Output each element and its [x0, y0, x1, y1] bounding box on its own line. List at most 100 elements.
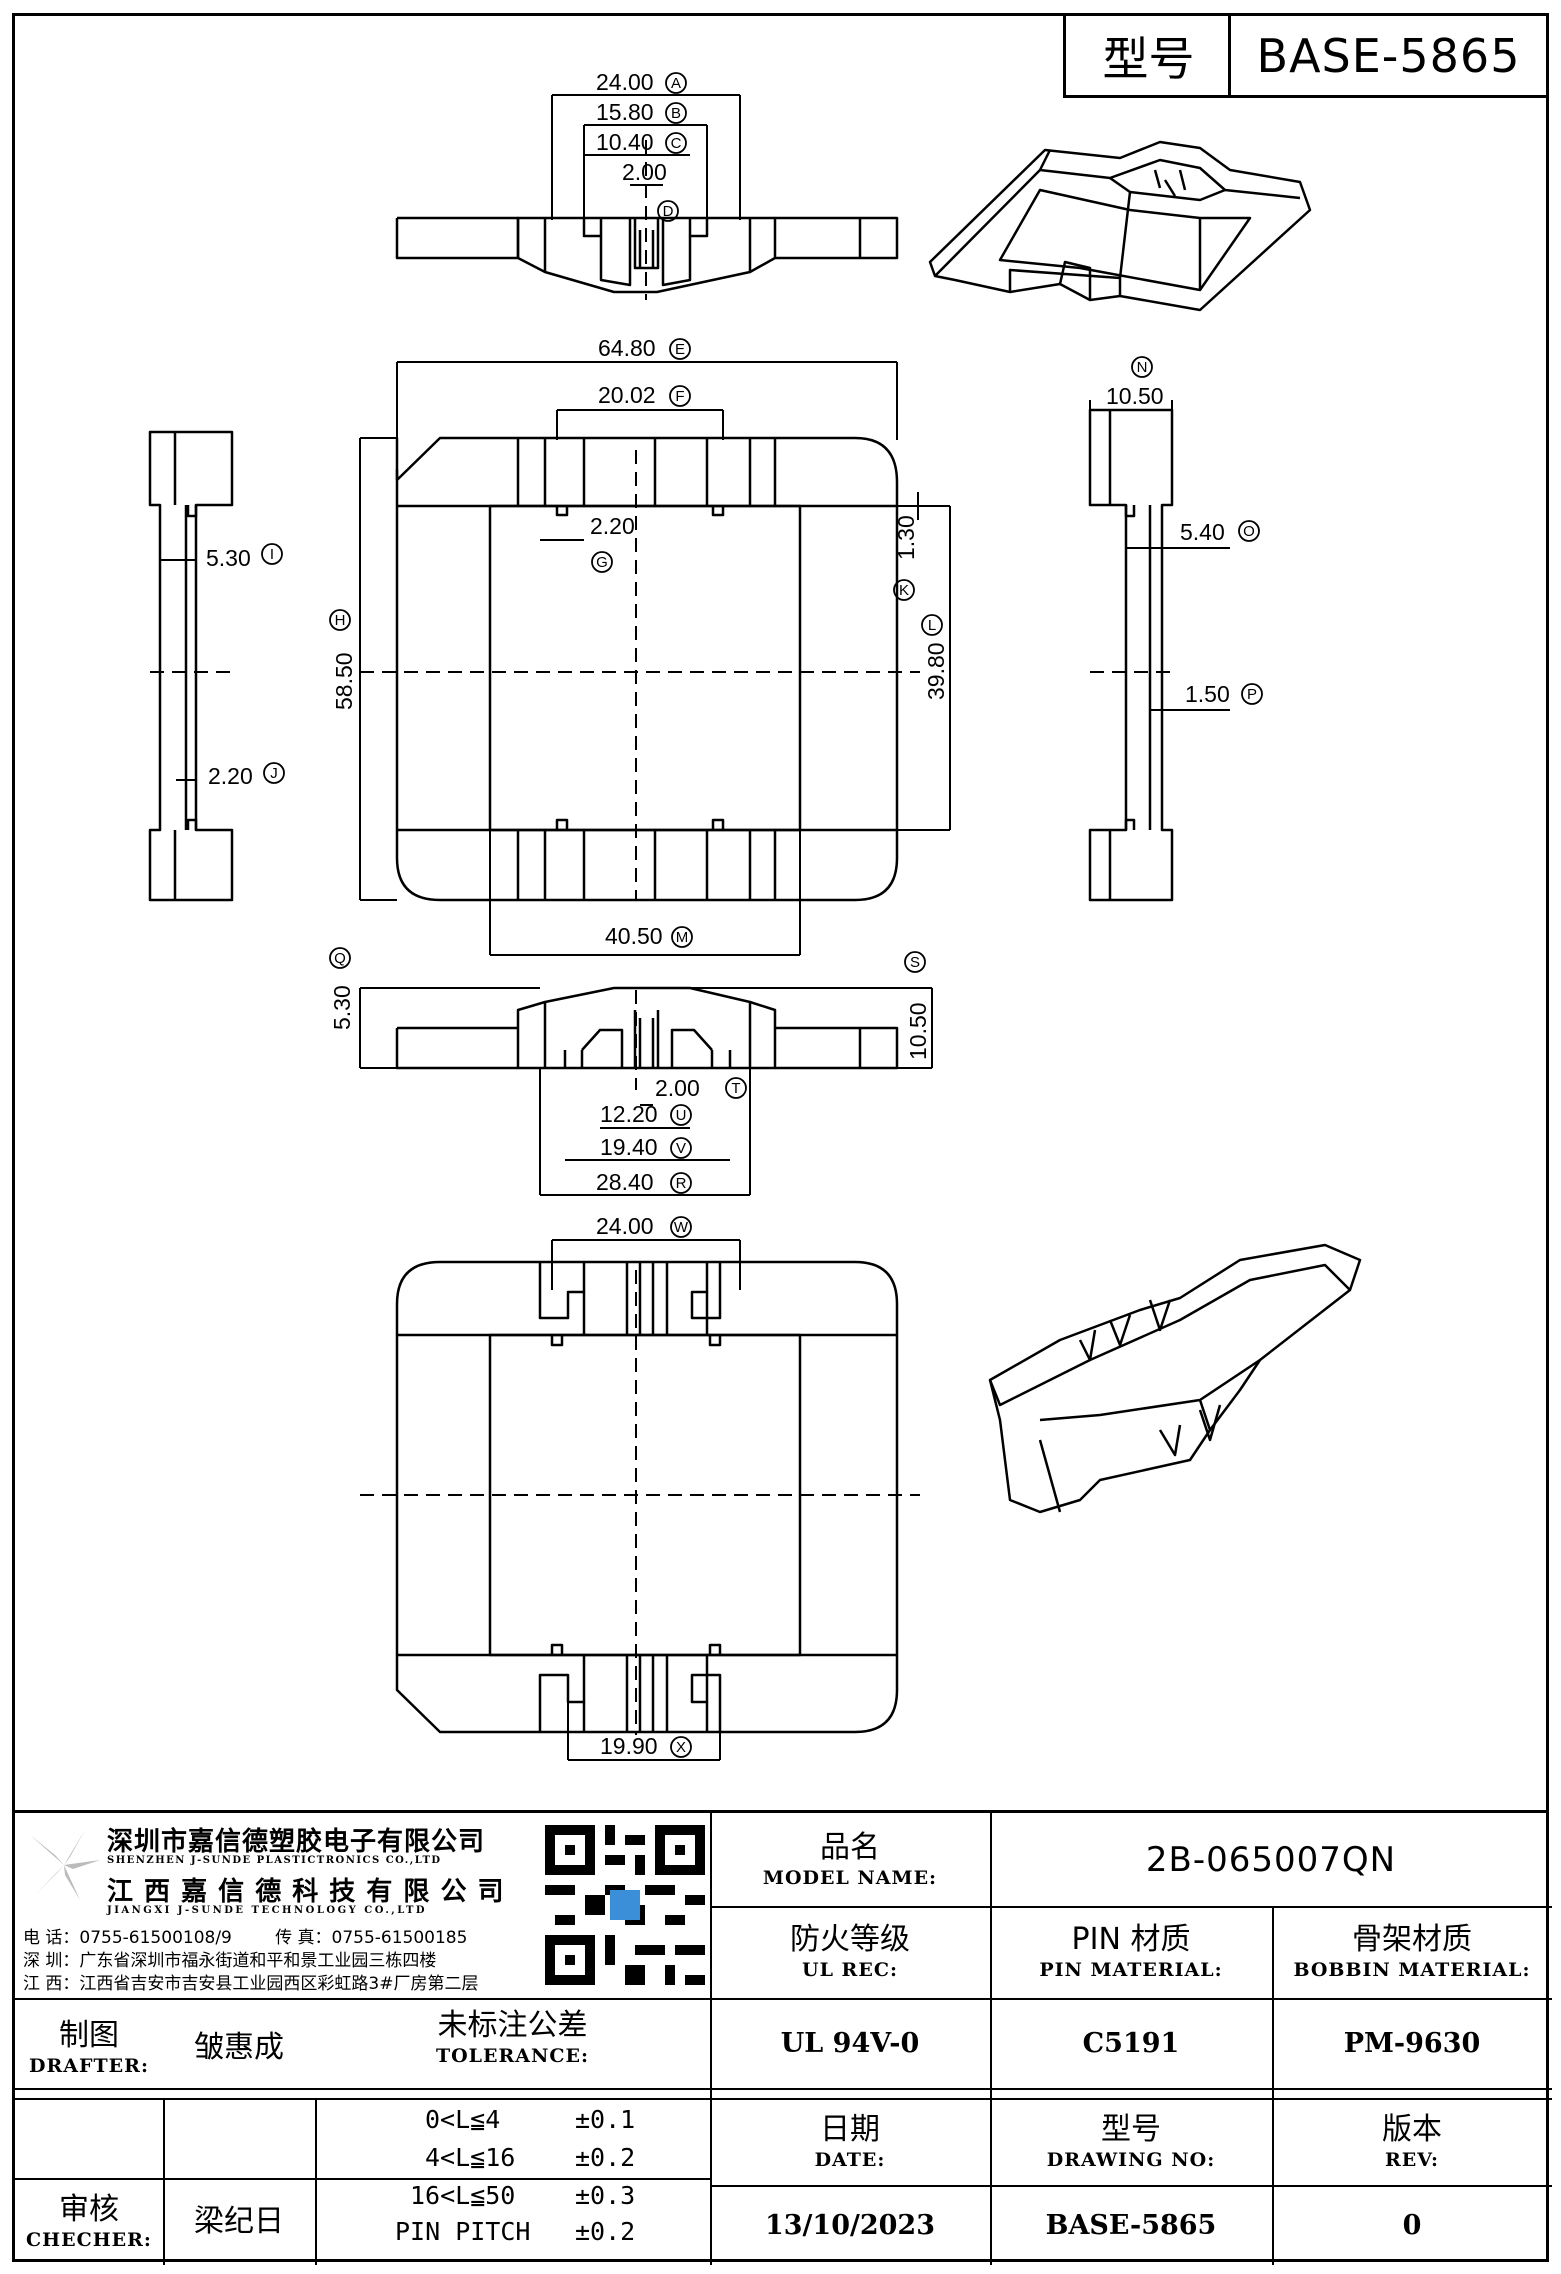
- ul-rec-label: 防火等级 UL REC:: [790, 1922, 910, 1981]
- dim-marker-letter-e: E: [675, 341, 685, 358]
- dim-marker-letter-b: B: [671, 105, 681, 122]
- dim-marker-letter-p: P: [1247, 686, 1257, 703]
- bobbin-material-value: PM-9630: [1343, 2027, 1481, 2059]
- company-block: 深圳市嘉信德塑胶电子有限公司 SHENZHEN J-SUNDE PLASTICT…: [15, 1813, 710, 1998]
- technical-drawing: 24.00 15.80 10.40 2.00 64.80 20.02 2.20 …: [148, 69, 1362, 1761]
- tolerance-header: 未标注公差 TOLERANCE:: [435, 2008, 590, 2067]
- dim-m-value: 40.50: [605, 923, 663, 949]
- bobbin-material-label: 骨架材质 BOBBIN MATERIAL:: [1293, 1922, 1531, 1981]
- dim-marker-letter-v: V: [676, 1140, 686, 1157]
- dim-marker-letter-x: X: [676, 1739, 686, 1756]
- dim-r-value: 28.40: [596, 1169, 654, 1195]
- dim-q-value: 5.30: [329, 985, 355, 1030]
- pin-material-value: C5191: [1082, 2027, 1180, 2059]
- title-block: 深圳市嘉信德塑胶电子有限公司 SHENZHEN J-SUNDE PLASTICT…: [12, 1810, 1552, 2265]
- tolerance-row: 16<L≦50±0.3: [410, 2181, 636, 2210]
- dim-p-value: 1.50: [1185, 681, 1230, 707]
- dim-marker-r: [670, 1172, 692, 1194]
- dim-marker-letter-w: W: [674, 1219, 689, 1236]
- dim-t-value: 2.00: [655, 1075, 700, 1101]
- checker-value: 梁纪日: [194, 2203, 284, 2239]
- company-name-jx: 江 西 嘉 信 德 科 技 有 限 公 司: [107, 1877, 505, 1907]
- dim-marker-s: [904, 951, 926, 973]
- dim-marker-letter-n: N: [1137, 359, 1148, 376]
- tolerance-row: 0<L≦4±0.1: [425, 2105, 636, 2134]
- rev-label: 版本 REV:: [1382, 2111, 1442, 2171]
- tolerance-table: 0<L≦4±0.1 4<L≦16±0.2 16<L≦50±0.3 PIN PIT…: [395, 2105, 695, 2255]
- dim-marker-letter-g: G: [596, 554, 608, 571]
- bottom-front-view: [395, 1260, 899, 1734]
- dim-marker-letter-m: M: [676, 929, 689, 946]
- dim-marker-h: [329, 609, 351, 631]
- iso-view-top: [928, 140, 1312, 312]
- model-name-label: 品名 MODEL NAME:: [762, 1829, 938, 1889]
- pin-material-label: PIN 材质 PIN MATERIAL:: [1039, 1922, 1223, 1981]
- dim-u-value: 12.20: [600, 1101, 658, 1127]
- dim-marker-b: [665, 102, 687, 124]
- dim-b-value: 15.80: [596, 99, 654, 125]
- ul-rec-value: UL 94V-0: [780, 2027, 920, 2059]
- left-side-view: [148, 430, 234, 902]
- dim-h-value: 58.50: [331, 652, 357, 710]
- tolerance-row: PIN PITCH±0.2: [395, 2217, 636, 2246]
- dim-marker-v: [670, 1137, 692, 1159]
- qr-code: [545, 1825, 705, 1985]
- dim-marker-d: [657, 200, 679, 222]
- iso-view-bottom: [988, 1243, 1362, 1514]
- model-label-box: 型号: [1063, 13, 1231, 98]
- rev-value: 0: [1402, 2209, 1422, 2241]
- dim-marker-letter-a: A: [671, 75, 681, 92]
- dim-marker-m: [671, 926, 693, 948]
- drawing-no-value: BASE-5865: [1045, 2209, 1217, 2241]
- dim-marker-letter-t: T: [731, 1080, 740, 1097]
- dim-j-value: 2.20: [208, 763, 253, 789]
- company-sz-address: 深 圳：广东省深圳市福永街道和平和景工业园三栋四楼: [23, 1951, 437, 1971]
- dim-marker-q: [329, 947, 351, 969]
- dim-marker-t: [725, 1077, 747, 1099]
- dim-marker-letter-l: L: [928, 617, 936, 634]
- front-view: [395, 436, 899, 902]
- dim-marker-g: [591, 551, 613, 573]
- dim-marker-letter-r: R: [676, 1175, 687, 1192]
- bottom-side-view: [395, 986, 899, 1070]
- dim-marker-o: [1238, 520, 1260, 542]
- dim-marker-letter-d: D: [663, 203, 674, 220]
- dim-marker-c: [665, 132, 687, 154]
- dim-marker-letter-q: Q: [334, 950, 346, 967]
- dim-marker-e: [669, 338, 691, 360]
- date-value: 13/10/2023: [764, 2209, 935, 2241]
- dim-marker-j: [263, 762, 285, 784]
- dim-marker-letter-h: H: [335, 612, 346, 629]
- dim-marker-letter-o: O: [1243, 523, 1255, 540]
- tolerance-row: 4<L≦16±0.2: [425, 2143, 636, 2172]
- dim-x-value: 19.90: [600, 1733, 658, 1759]
- company-name-jx-en: JIANGXI J-SUNDE TECHNOLOGY CO.,LTD: [107, 1905, 428, 1916]
- dim-d-value: 2.00: [622, 159, 667, 185]
- dim-marker-p: [1241, 683, 1263, 705]
- dim-g-value: 2.20: [590, 513, 635, 539]
- checker-label: 审核 CHECHER:: [26, 2191, 152, 2251]
- dim-marker-letter-k: K: [899, 582, 909, 599]
- dim-marker-a: [665, 72, 687, 94]
- company-name-sz-en: SHENZHEN J-SUNDE PLASTICTRONICS CO.,LTD: [107, 1855, 442, 1866]
- right-side-view: [1088, 408, 1174, 902]
- top-side-view: [395, 216, 899, 294]
- dim-marker-letter-j: J: [270, 765, 278, 782]
- drafter-label: 制图 DRAFTER:: [29, 2018, 149, 2077]
- dim-marker-u: [670, 1104, 692, 1126]
- dim-s-value: 10.50: [905, 1002, 931, 1060]
- dim-marker-n: [1131, 356, 1153, 378]
- company-jx-address: 江 西：江西省吉安市吉安县工业园西区彩虹路3#厂房第二层: [23, 1974, 479, 1994]
- company-name-sz: 深圳市嘉信德塑胶电子有限公司: [107, 1827, 486, 1857]
- model-value: BASE-5865: [1256, 28, 1521, 83]
- dim-f-value: 20.02: [598, 382, 656, 408]
- dim-l-value: 39.80: [923, 642, 949, 700]
- dim-marker-letter-c: C: [671, 135, 682, 152]
- dim-marker-letter-f: F: [675, 388, 684, 405]
- dim-i-value: 5.30: [206, 545, 251, 571]
- dim-w-value: 24.00: [596, 1213, 654, 1239]
- dim-a-value: 24.00: [596, 69, 654, 95]
- model-name-value: 2B-065007QN: [1145, 1839, 1397, 1880]
